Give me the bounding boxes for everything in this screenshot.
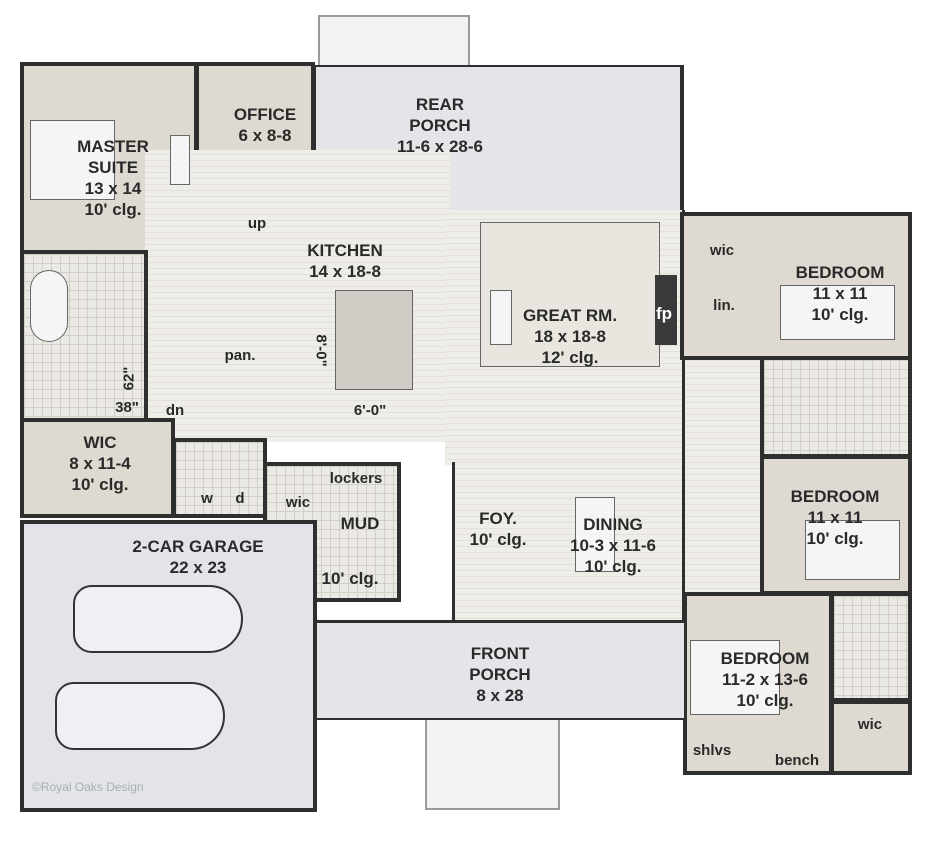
master-bed [30, 120, 115, 200]
bedroom-2-bed [805, 520, 900, 580]
bedroom-3-bed [690, 640, 780, 715]
kitchen-island [335, 290, 413, 390]
garage [20, 520, 317, 812]
hallway [685, 355, 763, 600]
sofa [490, 290, 512, 345]
fireplace [655, 275, 677, 345]
bathtub [30, 270, 68, 342]
wic [20, 418, 175, 518]
front-porch-steps [425, 718, 560, 810]
mud-label: MUD [340, 514, 380, 533]
bathroom-3 [830, 592, 912, 702]
car-2 [55, 682, 225, 750]
lockers-label: lockers [329, 470, 383, 487]
dryer-label: d [235, 490, 245, 507]
bathroom-1 [760, 356, 912, 458]
mud-ceiling-label: 10' clg. [321, 569, 379, 588]
front-porch [312, 620, 684, 720]
foyer [452, 462, 542, 624]
shower-width-label: 62" [120, 366, 138, 391]
stairs-up-label: up [247, 215, 267, 232]
bedroom-1-bed [780, 285, 895, 340]
watermark: ©Royal Oaks Design [32, 780, 144, 794]
laundry [172, 438, 267, 518]
bedroom-1-wic-label: wic [709, 242, 735, 259]
bedroom-3-wic [830, 700, 912, 775]
washer-label: w [201, 490, 213, 507]
fireplace-label: fp [655, 304, 673, 323]
island-width-label: 6'-0" [353, 402, 387, 419]
linen-label: lin. [713, 297, 735, 314]
island-depth-label: 8'-0" [312, 334, 330, 367]
car-1 [73, 585, 243, 653]
dresser [170, 135, 190, 185]
mud-wic-label: wic [285, 494, 311, 511]
dining-table [575, 497, 615, 572]
foyer-label: FOY.10' clg. [469, 509, 527, 549]
shower-depth-label: 38" [115, 399, 139, 416]
bench-label: bench [774, 752, 820, 769]
shelves-label: shlvs [692, 742, 732, 759]
pantry-label: pan. [224, 347, 256, 364]
office [195, 62, 315, 154]
bedroom-3-wic-label: wic [857, 716, 883, 733]
stairs-down-label: dn [165, 402, 185, 419]
rear-porch-steps [318, 15, 470, 67]
